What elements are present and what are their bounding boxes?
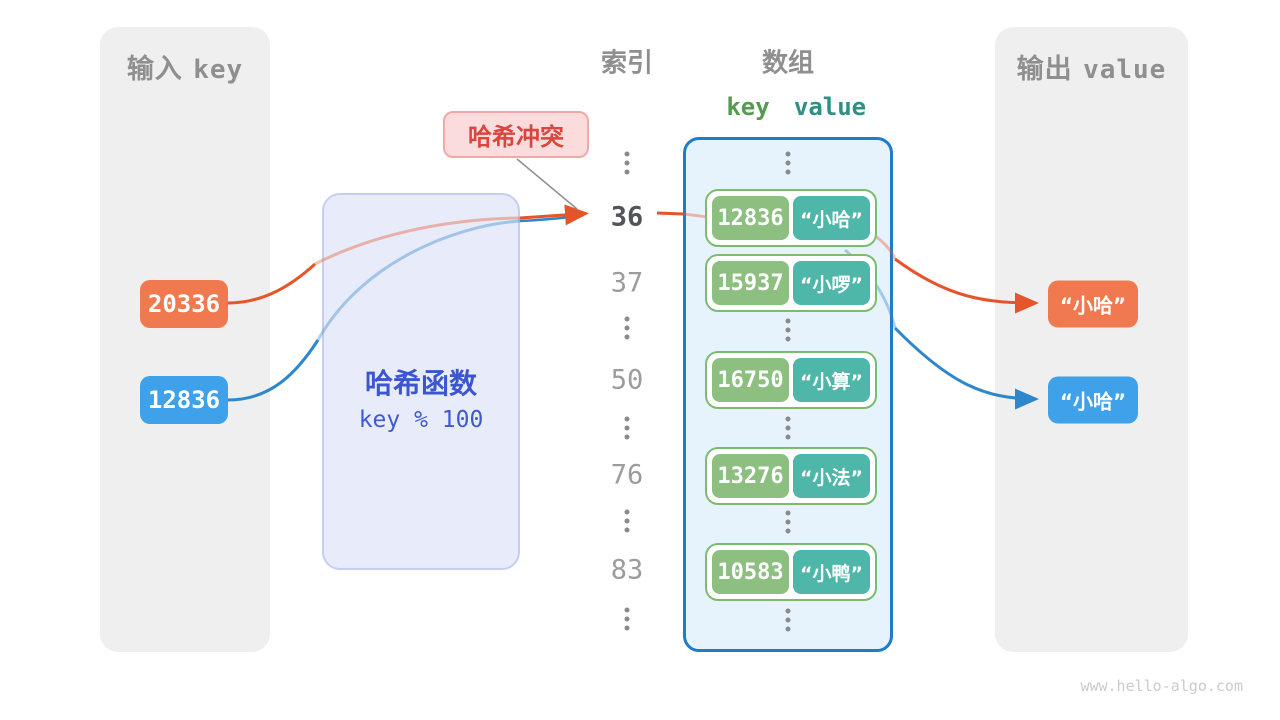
input-panel-title-en: key: [193, 55, 244, 85]
ellipsis-dots: [785, 510, 791, 534]
input-panel-title-cn: 输入: [126, 54, 183, 85]
arrow-hash-to-index36: [519, 204, 589, 226]
output-panel-title-en: value: [1083, 55, 1167, 85]
index-83: 83: [610, 554, 644, 586]
entry-value: “小哈”: [793, 196, 870, 240]
ellipsis-dots: [624, 151, 630, 175]
array-entry-13276: 13276 “小法”: [705, 447, 877, 505]
output-value-orange: “小哈”: [1048, 280, 1138, 328]
entry-value: “小啰”: [793, 261, 870, 305]
hash-function-title: 哈希函数: [364, 367, 478, 400]
hash-function-box: 哈希函数 key % 100: [322, 193, 520, 570]
index-76: 76: [610, 459, 644, 491]
array-column-title: 数组: [761, 48, 815, 79]
input-panel: 输入 key: [100, 27, 270, 652]
hash-function-formula: key % 100: [358, 407, 484, 433]
hash-collision-label: 哈希冲突: [443, 111, 589, 158]
output-value-blue: “小哈”: [1048, 376, 1138, 424]
output-panel: 输出 value: [995, 27, 1188, 652]
entry-value: “小算”: [793, 358, 870, 402]
array-value-header: value: [793, 93, 867, 121]
output-panel-title-cn: 输出: [1016, 54, 1073, 85]
ellipsis-dots: [785, 318, 791, 342]
ellipsis-dots: [624, 607, 630, 631]
ellipsis-dots: [624, 316, 630, 340]
collision-pointer-line: [516, 158, 578, 210]
input-panel-title: 输入 key: [100, 47, 270, 86]
output-panel-title: 输出 value: [995, 47, 1188, 86]
index-37: 37: [610, 267, 644, 299]
entry-value: “小法”: [793, 454, 870, 498]
ellipsis-dots: [624, 416, 630, 440]
array-entry-15937: 15937 “小啰”: [705, 254, 877, 312]
entry-key: 10583: [712, 550, 789, 594]
array-key-header: key: [726, 93, 770, 121]
array-entry-16750: 16750 “小算”: [705, 351, 877, 409]
array-entry-10583: 10583 “小鸭”: [705, 543, 877, 601]
entry-value: “小鸭”: [793, 550, 870, 594]
entry-key: 15937: [712, 261, 789, 305]
input-key-12836: 12836: [140, 376, 228, 424]
entry-key: 12836: [712, 196, 789, 240]
ellipsis-dots: [785, 416, 791, 440]
ellipsis-dots: [785, 151, 791, 175]
ellipsis-dots: [785, 608, 791, 632]
entry-key: 13276: [712, 454, 789, 498]
wire-index36-to-array: [656, 211, 684, 216]
index-column-title: 索引: [600, 48, 654, 79]
index-36: 36: [610, 201, 644, 233]
wire-blue-to-index: [519, 214, 584, 223]
array-entry-12836: 12836 “小哈”: [705, 189, 877, 247]
ellipsis-dots: [624, 509, 630, 533]
watermark: www.hello-algo.com: [1080, 677, 1243, 695]
entry-key: 16750: [712, 358, 789, 402]
index-50: 50: [610, 364, 644, 396]
input-key-20336: 20336: [140, 280, 228, 328]
